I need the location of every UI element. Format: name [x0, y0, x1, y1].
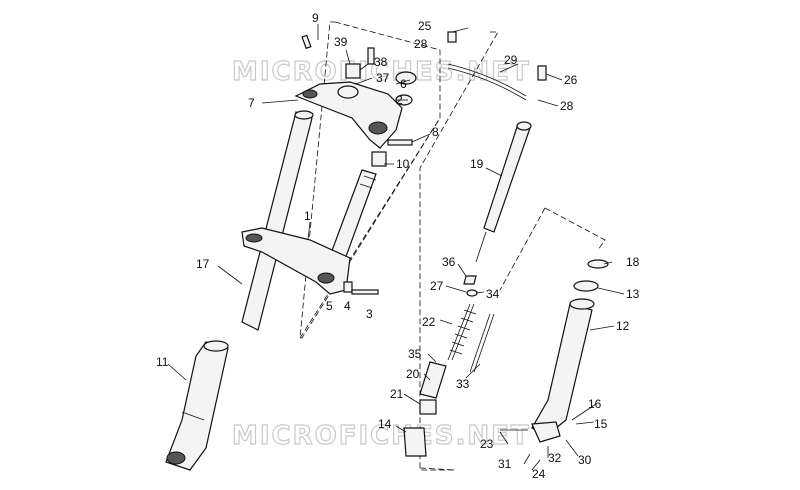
- callout-26: 26: [564, 73, 578, 87]
- callout-13: 13: [626, 287, 640, 301]
- callout-28b: 28: [560, 99, 574, 113]
- fork-leg-right: [500, 259, 609, 443]
- fork-tube-right: [329, 169, 377, 263]
- brake-line-bracket: [447, 31, 547, 101]
- callout-39: 39: [334, 35, 348, 49]
- callout-38: 38: [374, 55, 388, 69]
- callout-34: 34: [486, 287, 500, 301]
- callout-11: 11: [156, 355, 169, 369]
- callout-27: 27: [430, 279, 444, 293]
- group-outline-right: [499, 207, 606, 291]
- callout-7: 7: [248, 96, 255, 110]
- callout-35: 35: [408, 347, 422, 361]
- callout-14: 14: [378, 417, 392, 431]
- callout-6: 6: [400, 77, 407, 91]
- callout-12: 12: [616, 319, 630, 333]
- callout-29: 29: [504, 53, 518, 67]
- lower-yoke: [241, 227, 351, 295]
- callout-8: 8: [432, 125, 439, 139]
- callout-16: 16: [588, 397, 602, 411]
- watermark-bottom: MICROFICHES.NET: [232, 421, 531, 451]
- callout-18: 18: [626, 255, 640, 269]
- callout-24: 24: [532, 467, 546, 481]
- callout-20: 20: [406, 367, 420, 381]
- callout-21: 21: [390, 387, 404, 401]
- callout-31: 31: [498, 457, 512, 471]
- callout-30: 30: [578, 453, 592, 467]
- callout-33: 33: [456, 377, 470, 391]
- callout-3: 3: [366, 307, 373, 321]
- watermark-top: MICROFICHES.NET: [232, 57, 531, 87]
- callout-37: 37: [376, 71, 390, 85]
- callout-25: 25: [418, 19, 432, 33]
- fork-tube-left: [241, 110, 314, 331]
- callout-15: 15: [594, 417, 608, 431]
- callout-28a: 28: [414, 37, 428, 51]
- callout-1: 1: [304, 209, 311, 223]
- top-yoke-hardware: [301, 34, 417, 295]
- damper-assembly: [403, 121, 532, 457]
- callout-9: 9: [312, 11, 319, 25]
- callout-10: 10: [396, 157, 410, 171]
- group-outline-left: [299, 21, 441, 339]
- callout-2: 2: [396, 93, 403, 107]
- callout-32: 32: [548, 451, 562, 465]
- callout-22: 22: [422, 315, 436, 329]
- callout-numbers: 9 39 38 37 6 2 7 8 10 1 17 5 4 3 11 25 2…: [156, 11, 640, 481]
- top-yoke: [294, 81, 403, 149]
- callout-4: 4: [344, 299, 351, 313]
- callout-36: 36: [442, 255, 456, 269]
- callout-19: 19: [470, 157, 484, 171]
- fork-leg-left: [165, 340, 229, 471]
- callout-5: 5: [326, 299, 333, 313]
- callout-23: 23: [480, 437, 494, 451]
- callout-17: 17: [196, 257, 210, 271]
- leader-lines: [167, 24, 625, 471]
- group-outline-center: [419, 31, 499, 471]
